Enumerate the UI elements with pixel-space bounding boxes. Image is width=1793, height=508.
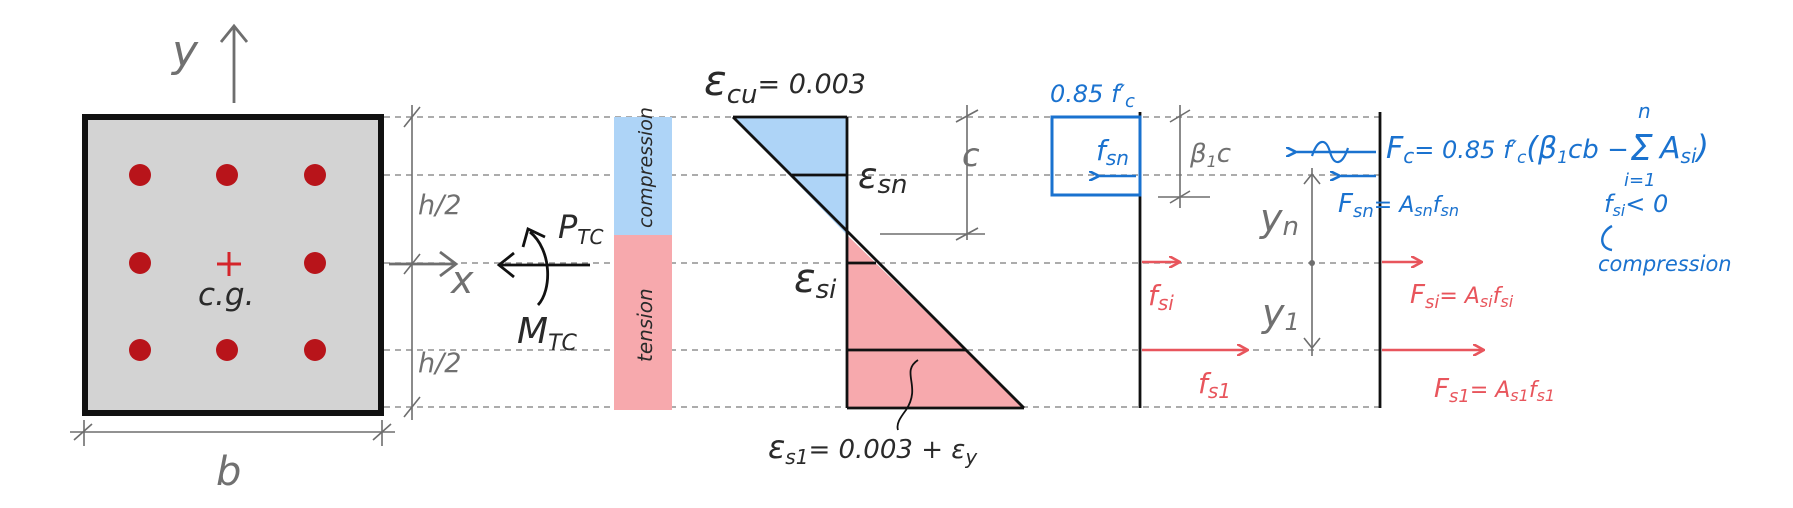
axial-load-label: PTC — [558, 208, 604, 249]
half-height-top-label: h/2 — [418, 190, 461, 221]
cond-note: compression — [1598, 252, 1732, 276]
strain-profile — [732, 116, 1025, 409]
height-dimension — [403, 105, 421, 420]
rebar — [304, 164, 326, 186]
moment-label: MTC — [517, 311, 578, 356]
y-axis-label: y — [170, 26, 199, 77]
compression-zone — [614, 117, 672, 235]
stress-block-label: 0.85 f′c — [1050, 80, 1135, 112]
esi-label: εsi — [794, 256, 837, 305]
fsi-stress-label: fsi — [1148, 279, 1174, 315]
fc-formula: Fc= 0.85 f′c(β1cb − — [1386, 131, 1629, 168]
rebar — [129, 339, 151, 361]
fsn-force-label: Fsn= Asnfsn — [1338, 189, 1459, 222]
applied-loads: PTC MTC — [496, 208, 604, 356]
beta-label: β1c — [1189, 139, 1231, 171]
rebar — [304, 252, 326, 274]
arrow-up-icon — [219, 23, 249, 103]
depth-dimension — [880, 105, 985, 241]
cg-plus-mark — [217, 252, 241, 276]
depth-label: c — [962, 136, 980, 174]
yn-label: yn — [1259, 196, 1299, 242]
fsi-force-label: Fsi= Asifsi — [1410, 280, 1514, 313]
s1-leader — [896, 359, 919, 431]
esn-label: εsn — [858, 156, 908, 200]
width-dimension — [70, 420, 395, 446]
stress-zones: compression tension — [614, 107, 672, 410]
tension-zone — [614, 235, 672, 410]
force-diagram: Fc= 0.85 f′c(β1cb − n Σ i=1 Asi) fsi< 0 … — [1259, 99, 1732, 408]
half-height-bottom-label: h/2 — [418, 348, 461, 379]
cg-label: c.g. — [198, 277, 254, 313]
rebar — [304, 339, 326, 361]
x-axis-label: x — [450, 258, 474, 302]
rebar-group — [129, 164, 326, 361]
compression-label: compression — [635, 107, 657, 228]
rebar — [216, 339, 238, 361]
y1-label: y1 — [1261, 291, 1300, 336]
sum-top-label: n — [1638, 99, 1651, 123]
strain-diagram: c εcu= 0.003 εsn εsi εs1= 0.003 + εy — [704, 56, 1025, 469]
beta-dimension — [1158, 105, 1210, 208]
fs1-force-label: Fs1= As1fs1 — [1434, 374, 1555, 407]
width-label: b — [216, 449, 241, 495]
rebar — [129, 164, 151, 186]
fc-arrow-squiggle — [1310, 140, 1350, 164]
es1-label: εs1= 0.003 + εy — [768, 428, 978, 469]
tension-label: tension — [633, 288, 657, 362]
arrow-left-icon — [496, 251, 590, 279]
rebar — [129, 252, 151, 274]
stress-diagram: 0.85 f′c fsn fsi fs1 β1c — [1050, 80, 1248, 408]
sum-bottom-label: i=1 — [1624, 170, 1656, 191]
lever-arm-origin — [1309, 260, 1315, 266]
curved-arrow-icon — [521, 227, 549, 306]
fs1-stress-label: fs1 — [1198, 367, 1231, 403]
arrow-right-icon — [389, 250, 459, 278]
sum-sign: Σ — [1630, 128, 1653, 169]
ecu-label: εcu= 0.003 — [704, 56, 866, 110]
cond-label: fsi< 0 — [1604, 190, 1668, 220]
rebar — [216, 164, 238, 186]
stress-block — [1050, 115, 1142, 197]
cross-section: c.g. y x b h/2 h/2 — [70, 23, 474, 495]
fsn-stress-label: fsn — [1096, 134, 1129, 170]
sum-term: Asi) — [1658, 128, 1709, 168]
cond-hook — [1601, 224, 1613, 252]
